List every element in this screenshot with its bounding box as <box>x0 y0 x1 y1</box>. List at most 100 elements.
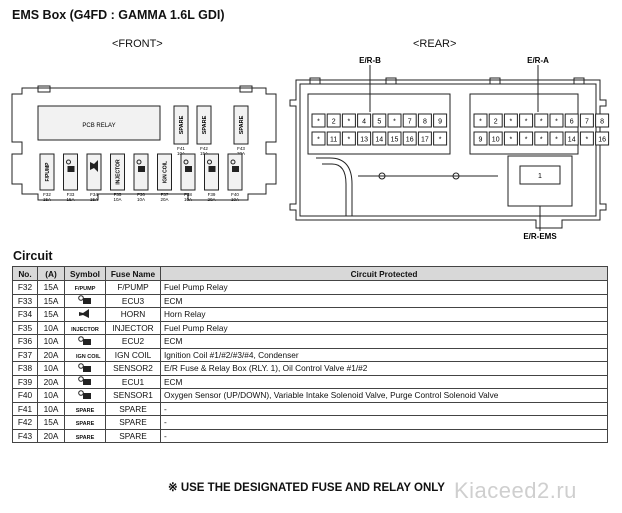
connector-b-pin: * <box>311 113 326 128</box>
pin-label: 8 <box>600 119 604 126</box>
ems-pin-1: 1 <box>538 173 542 180</box>
pin-label: 5 <box>377 119 381 126</box>
pin-label: * <box>348 119 351 126</box>
pin-label: 9 <box>438 119 442 126</box>
cell-amp: 10A <box>37 388 65 403</box>
symbol-text: IGN COIL <box>76 353 101 360</box>
connector-a-pin: * <box>549 113 564 128</box>
cell-no: F42 <box>12 415 38 430</box>
cell-circuit-protected: Ignition Coil #1/#2/#3/#4, Condenser <box>160 347 608 362</box>
ecu-icon <box>78 295 91 305</box>
svg-text:10A: 10A <box>113 197 121 202</box>
connector-a-pin: * <box>503 131 518 146</box>
cell-circuit-protected: Oxygen Sensor (UP/DOWN), Variable Intake… <box>160 388 608 403</box>
pin-label: * <box>393 119 396 126</box>
cell-fuse-name: ECU1 <box>105 374 161 389</box>
connector-ems-label: E/R-EMS <box>523 232 557 240</box>
connector-a-pin: * <box>503 113 518 128</box>
pin-label: * <box>439 137 442 144</box>
cell-circuit-protected: - <box>160 415 608 430</box>
cell-amp: 10A <box>37 334 65 349</box>
pcb-relay-label: PCB RELAY <box>82 123 115 129</box>
svg-text:F39: F39 <box>208 192 216 197</box>
cell-no: F36 <box>12 334 38 349</box>
pin-label: 7 <box>408 119 412 126</box>
connector-a-pin: 6 <box>564 113 579 128</box>
pin-label: * <box>317 119 320 126</box>
cell-fuse-name: SPARE <box>105 415 161 430</box>
cell-fuse-name: SENSOR1 <box>105 388 161 403</box>
pin-label: 7 <box>585 119 589 126</box>
watermark: Kiaceed2.ru <box>454 478 577 503</box>
pin-label: * <box>348 137 351 144</box>
svg-text:20A: 20A <box>160 197 168 202</box>
pin-label: * <box>510 119 513 126</box>
cell-no: F37 <box>12 347 38 362</box>
cell-no: F32 <box>12 280 38 295</box>
horn-icon <box>79 308 89 318</box>
connector-b-pin: 4 <box>357 113 372 128</box>
svg-text:F35: F35 <box>114 192 122 197</box>
pin-label: * <box>540 137 543 144</box>
connector-a-pin: * <box>534 113 549 128</box>
cell-circuit-protected: ECM <box>160 334 608 349</box>
rear-view-label: <REAR> <box>413 38 457 50</box>
connector-a-pin: * <box>519 113 534 128</box>
connector-b-pin: 11 <box>326 131 341 146</box>
ecu-icon <box>78 335 91 345</box>
connector-b-pin: 17 <box>417 131 432 146</box>
cell-amp: 15A <box>37 293 65 308</box>
connector-a-pin: 14 <box>564 131 579 146</box>
connector-b-pin: 16 <box>402 131 417 146</box>
spare-fuse-f42: SPAREF4215A <box>196 105 212 156</box>
spare-fuse-f43: SPAREF4320A <box>233 105 249 156</box>
cell-no: F34 <box>12 307 38 322</box>
cell-symbol: SPARE <box>64 401 106 416</box>
cell-symbol: INJECTOR <box>64 320 106 335</box>
spare-fuse-label: SPARE <box>202 115 208 134</box>
col-no: No. <box>12 266 38 281</box>
connector-b-pin: 7 <box>402 113 417 128</box>
connector-b-pin: * <box>341 131 356 146</box>
svg-text:F33: F33 <box>67 192 75 197</box>
cell-amp: 20A <box>37 428 65 443</box>
cell-amp: 15A <box>37 415 65 430</box>
cell-circuit-protected: - <box>160 428 608 443</box>
ecu-icon <box>66 159 75 172</box>
col-amp: (A) <box>37 266 65 281</box>
svg-text:15A: 15A <box>43 197 51 202</box>
cell-circuit-protected: ECM <box>160 374 608 389</box>
svg-text:F36: F36 <box>137 192 145 197</box>
pin-label: * <box>555 137 558 144</box>
connector-b-pin: * <box>433 131 448 146</box>
cell-fuse-name: ECU2 <box>105 334 161 349</box>
cell-circuit-protected: Fuel Pump Relay <box>160 280 608 295</box>
connector-a-pin: * <box>534 131 549 146</box>
connector-b-pin: 8 <box>417 113 432 128</box>
connector-b-pin: * <box>387 113 402 128</box>
col-symbol: Symbol <box>64 266 106 281</box>
pin-label: 9 <box>479 137 483 144</box>
cell-amp: 10A <box>37 320 65 335</box>
pin-label: 2 <box>332 119 336 126</box>
symbol-text: SPARE <box>75 434 95 441</box>
connector-a-pin: 7 <box>579 113 594 128</box>
cell-circuit-protected: Horn Relay <box>160 307 608 322</box>
cell-circuit-protected: Fuel Pump Relay <box>160 320 608 335</box>
pin-label: 16 <box>406 137 414 144</box>
connector-b-pin: 9 <box>433 113 448 128</box>
svg-text:F43: F43 <box>237 146 245 151</box>
svg-text:10A: 10A <box>231 197 239 202</box>
symbol-text: SPARE <box>75 421 95 427</box>
cell-symbol: SPARE <box>64 428 106 443</box>
connector-b-pin: 15 <box>387 131 402 146</box>
